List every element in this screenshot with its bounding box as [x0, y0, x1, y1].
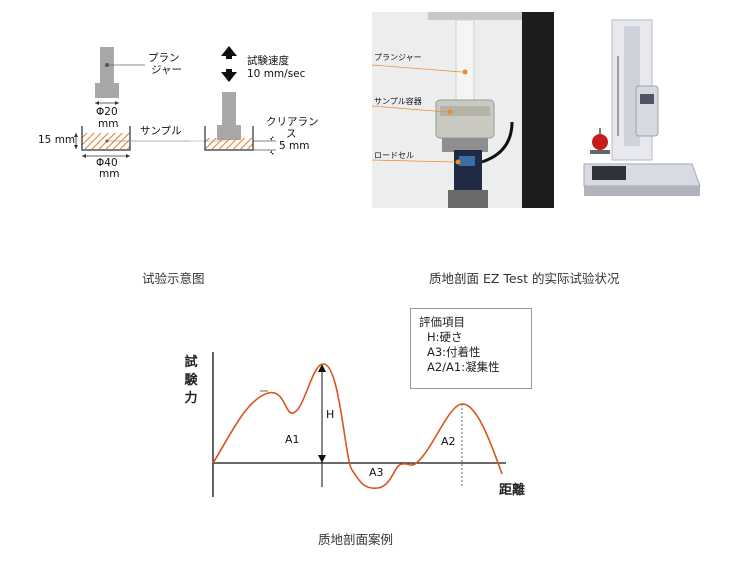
clearance-label-2: ス [286, 128, 297, 140]
plunger-diameter-unit: mm [98, 118, 119, 130]
label-a1: A1 [285, 433, 300, 446]
legend-item-adhesiveness: A3:付着性 [427, 345, 481, 359]
plunger-shaft-inserted [222, 92, 236, 128]
photo-closeup: プランジャー サンプル容器 ロードセル [372, 12, 554, 208]
sample-label: サンプル [140, 125, 182, 137]
sample-cup-left [81, 126, 131, 151]
label-a3: A3 [369, 466, 384, 479]
y-axis-label-2: 験 [184, 373, 198, 388]
photo-label-loadcell: ロードセル [374, 151, 414, 160]
plunger-label-2: ジャー [151, 64, 182, 76]
plunger-label-1: プラン [148, 52, 180, 64]
sample-fill-right [205, 138, 253, 149]
y-axis-label-1: 試 [184, 355, 198, 370]
x-axis-label: 距離 [499, 483, 526, 498]
y-axis-label-3: 力 [184, 391, 198, 406]
clearance-value: 5 mm [279, 140, 310, 152]
schematic-caption: 试验示意图 [142, 271, 205, 286]
sample-cup-right [204, 126, 254, 151]
evaluation-legend: 評価項目 H:硬さ A3:付着性 A2/A1:凝集性 [410, 308, 532, 389]
clearance-label-1: クリアラン [266, 116, 319, 128]
depth-label: 15 mm [38, 134, 76, 146]
cup-diameter: Φ40 [96, 157, 118, 169]
plunger-head-inserted [217, 125, 241, 140]
profile-caption: 质地剖面案例 [318, 532, 394, 547]
force-curve [212, 363, 503, 489]
legend-item-cohesiveness: A2/A1:凝集性 [427, 360, 500, 374]
label-a2: A2 [441, 435, 456, 448]
label-h: H [326, 408, 335, 421]
plunger-head [95, 83, 119, 98]
legend-title: 評価項目 [419, 315, 465, 329]
speed-label: 試験速度 [247, 55, 289, 67]
legend-item-hardness: H:硬さ [427, 330, 463, 344]
speed-value: 10 mm/sec [247, 68, 306, 80]
photo-label-plunger: プランジャー [374, 53, 422, 62]
photo-caption: 质地剖面 EZ Test 的实际试验状况 [429, 271, 620, 286]
photo-machine [580, 16, 708, 202]
speed-arrow [221, 46, 237, 82]
plunger-diameter: Φ20 [96, 106, 118, 118]
cup-diameter-unit: mm [99, 168, 120, 180]
photo-label-container: サンプル容器 [374, 97, 422, 106]
